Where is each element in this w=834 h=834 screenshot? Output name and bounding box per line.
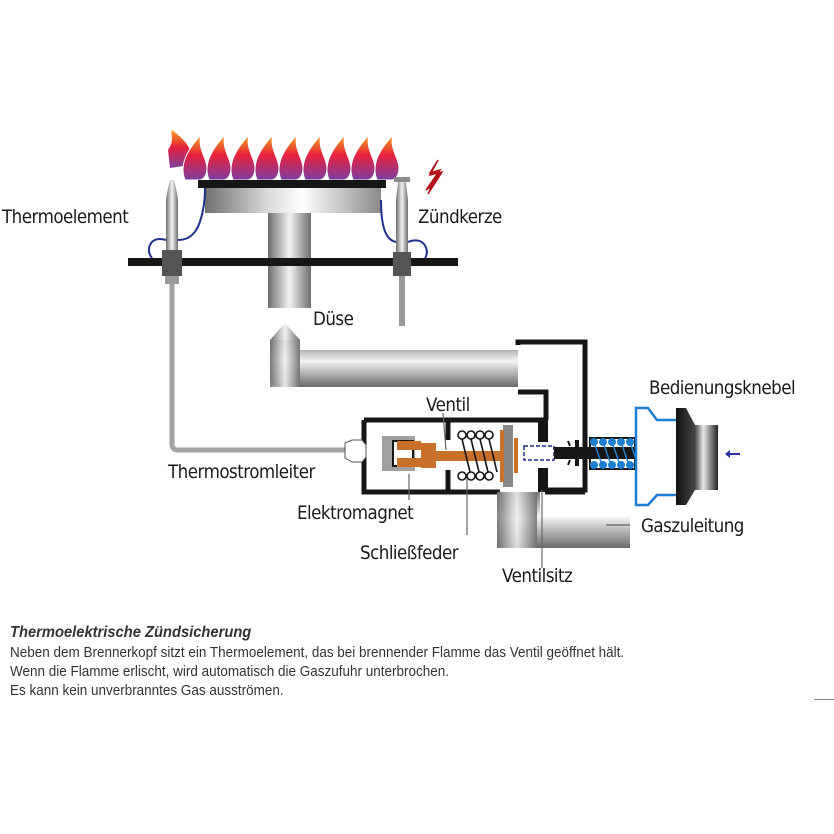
leader-lines	[408, 412, 630, 568]
flame-icon	[302, 134, 328, 181]
gas-supply-pipe	[497, 492, 630, 548]
spring-coil	[620, 441, 630, 466]
flame-icon	[374, 134, 400, 181]
label-gaszuleitung: Gaszuleitung	[641, 515, 744, 537]
arrow-left-icon	[725, 450, 740, 458]
label-thermostromleiter: Thermostromleiter	[168, 461, 315, 483]
burner-head	[205, 188, 381, 213]
label-thermoelement: Thermoelement	[2, 206, 129, 228]
spring-coil	[608, 461, 616, 469]
thermocurrent-conductor	[169, 284, 345, 453]
divider	[814, 699, 834, 700]
flame-icon	[350, 134, 376, 181]
label-zuendkerze: Zündkerze	[418, 206, 502, 228]
spark-plug	[380, 177, 428, 326]
mounting-bar	[128, 258, 458, 266]
spring-coil	[611, 441, 621, 466]
thermoelectric-ignition-safety-diagram: Thermoelement Zündkerze Düse Ventil Bedi…	[2, 130, 796, 587]
burner-plate	[198, 180, 386, 188]
flame-icon	[326, 134, 352, 181]
spring-coil	[590, 461, 598, 469]
spring-coil	[617, 461, 625, 469]
thermocouple	[147, 180, 206, 284]
spring-coil	[626, 461, 634, 469]
caption-line: Wenn die Flamme erlischt, wird automatis…	[10, 664, 449, 680]
diagram-canvas	[128, 130, 740, 568]
burner-flames	[168, 130, 400, 181]
return-spring	[589, 437, 639, 470]
caption-line: Es kann kein unverbranntes Gas ausströme…	[10, 683, 284, 699]
spring-coil	[593, 441, 603, 466]
label-schliessfeder: Schließfeder	[360, 542, 459, 564]
flame-icon	[182, 134, 208, 181]
spring-coil	[599, 461, 607, 469]
label-duese: Düse	[313, 308, 354, 330]
flame-icon	[254, 134, 280, 181]
nozzle-pipe	[270, 323, 518, 387]
label-ventil: Ventil	[426, 394, 470, 416]
label-elektromagnet: Elektromagnet	[297, 502, 414, 524]
valve-disc	[503, 425, 513, 487]
valve-stem	[421, 443, 436, 468]
label-bedienungsknebel: Bedienungsknebel	[649, 377, 796, 399]
flame-icon	[206, 134, 232, 181]
label-ventilsitz: Ventilsitz	[502, 565, 573, 587]
caption: Thermoelektrische Zündsicherung Neben de…	[10, 624, 830, 701]
valve-housing	[361, 339, 588, 495]
lightning-spark-icon	[425, 159, 444, 195]
control-knob	[634, 406, 740, 507]
caption-title: Thermoelektrische Zündsicherung	[10, 624, 252, 641]
thermocouple-wire	[177, 187, 206, 241]
caption-line: Neben dem Brennerkopf sitzt ein Thermoel…	[10, 645, 625, 661]
flame-icon	[230, 134, 256, 181]
electromagnet	[382, 436, 421, 471]
flame-icon	[278, 134, 304, 181]
spring-coil	[602, 441, 612, 466]
closing-spring	[457, 430, 498, 481]
